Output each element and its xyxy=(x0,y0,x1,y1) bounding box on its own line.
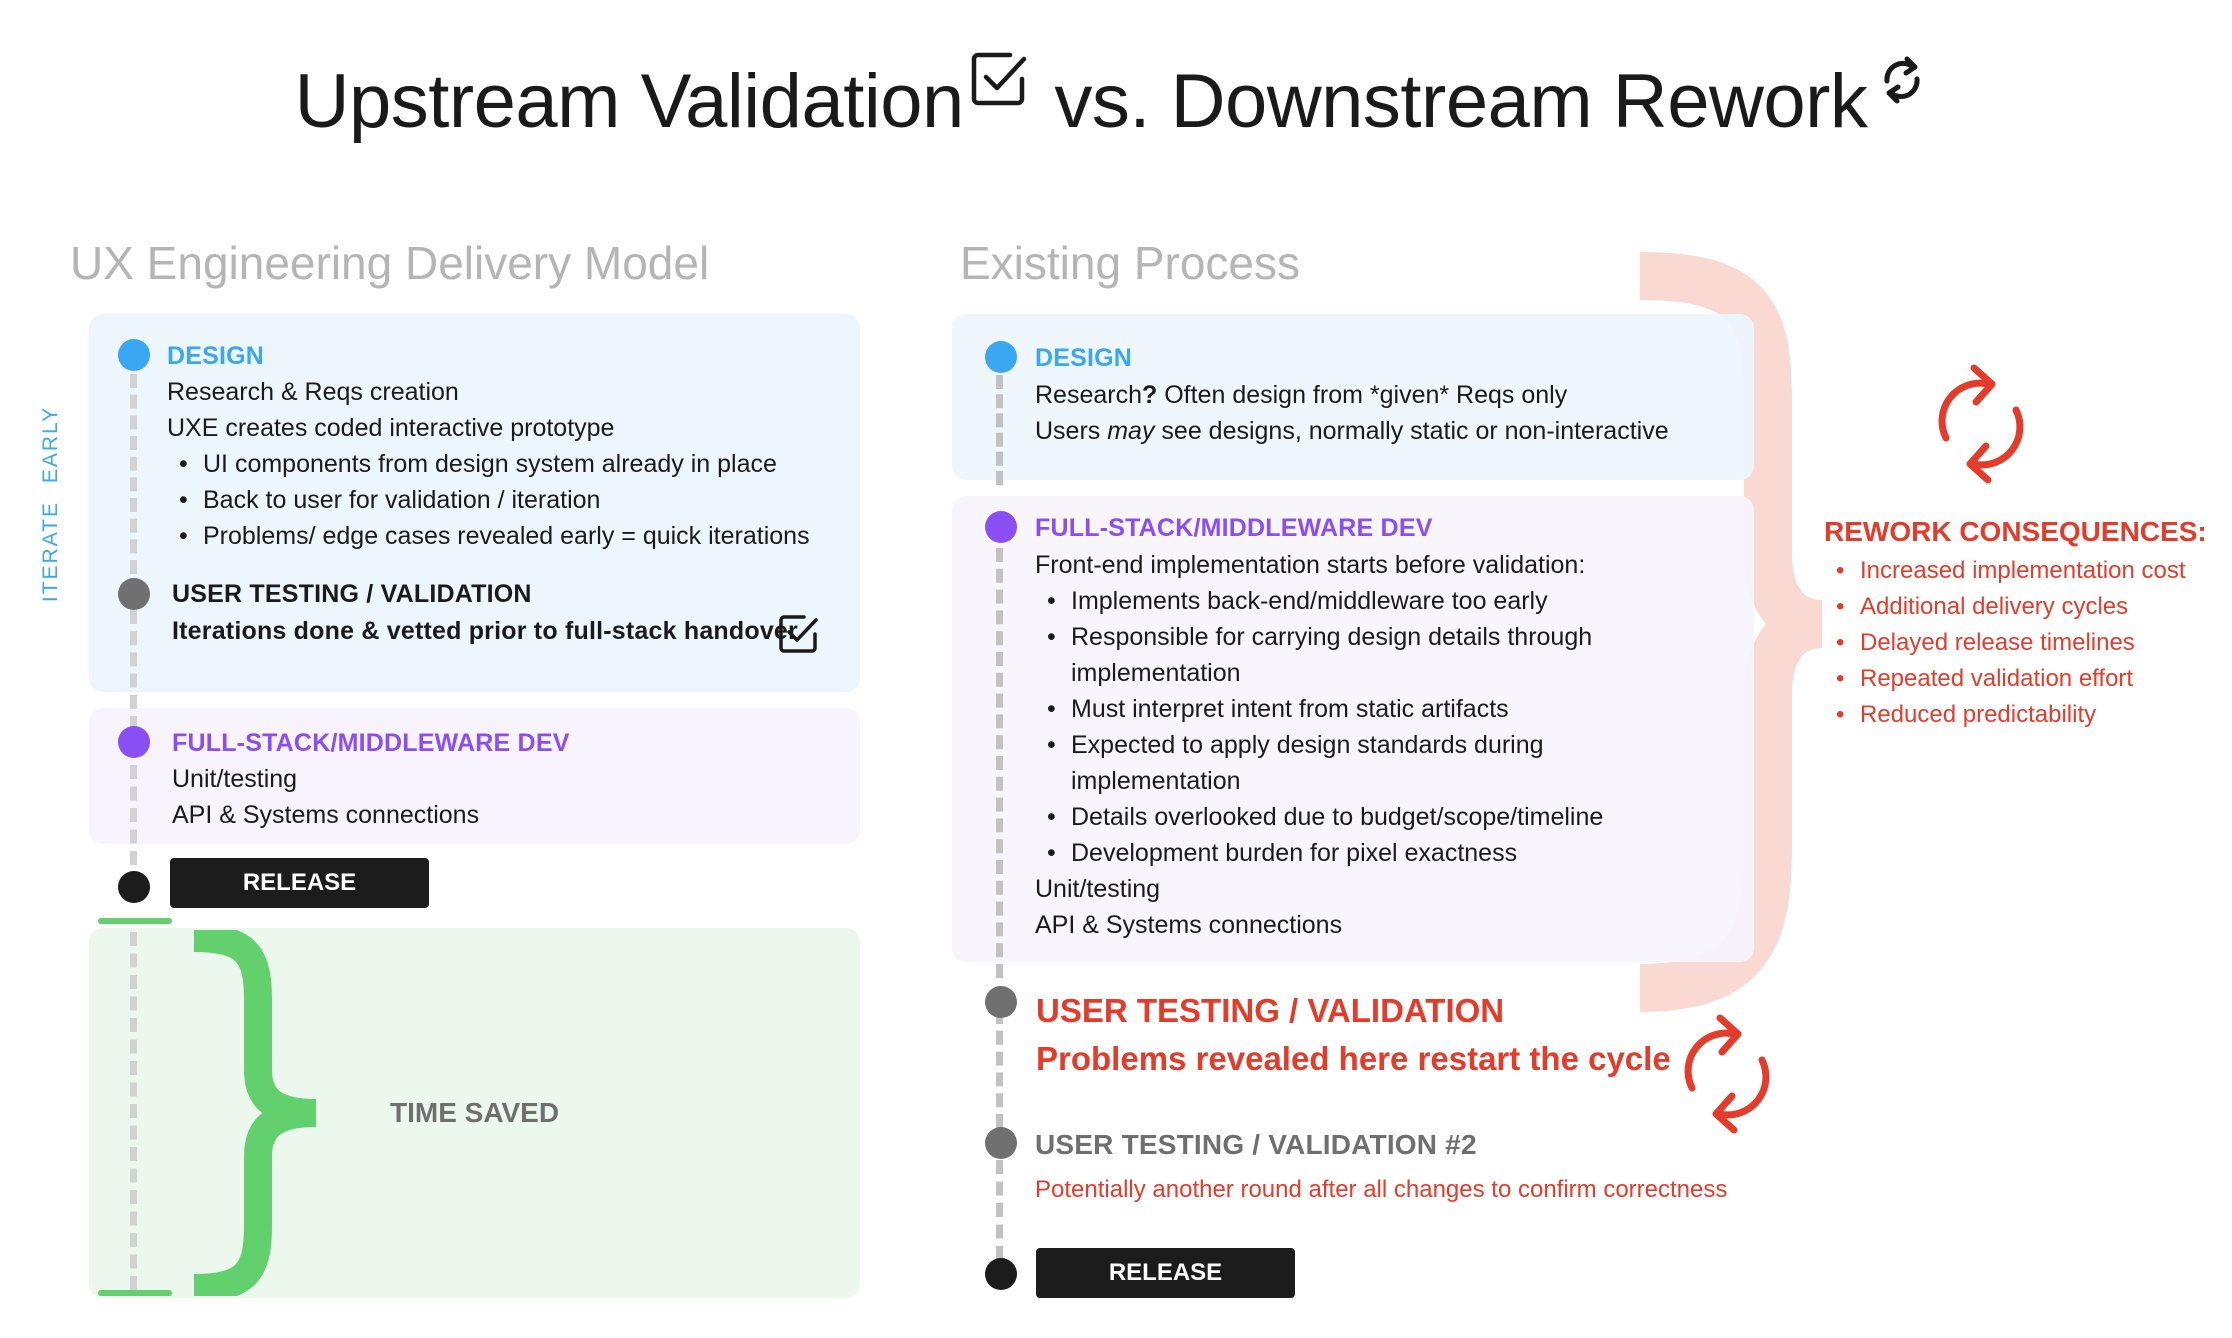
consequence-item: Reduced predictability xyxy=(1836,701,2096,729)
consequence-item: Delayed release timelines xyxy=(1836,629,2135,657)
right-design-line: Users may see designs, normally static o… xyxy=(1035,417,1669,445)
consequence-item: Increased implementation cost xyxy=(1836,557,2185,585)
design-dot xyxy=(118,339,150,371)
design-dot xyxy=(985,341,1017,373)
right-timeline-segment xyxy=(996,548,1003,978)
right-release-badge: RELEASE xyxy=(1036,1248,1295,1298)
refresh-arrows-icon xyxy=(1873,40,1931,104)
left-fullstack-line: Unit/testing xyxy=(172,765,298,793)
right-testing-line: Problems revealed here restart the cycle xyxy=(1036,1040,1671,1077)
right-fullstack-label: FULL-STACK/MIDDLEWARE DEV xyxy=(1035,514,1433,542)
iterate-early-label: ITERATE EARLY xyxy=(39,405,62,603)
left-testing-label: USER TESTING / VALIDATION xyxy=(172,580,532,608)
right-timeline-segment xyxy=(996,1160,1003,1260)
right-fullstack-bullet-cont: implementation xyxy=(1071,659,1241,687)
right-fullstack-panel xyxy=(952,496,1754,962)
left-timeline-segment xyxy=(130,932,137,1290)
right-fullstack-bullet: Development burden for pixel exactness xyxy=(1047,839,1517,868)
right-design-label: DESIGN xyxy=(1035,344,1133,372)
right-fullstack-line: Unit/testing xyxy=(1035,875,1161,903)
left-timeline-segment xyxy=(130,374,137,574)
left-testing-line: Iterations done & vetted prior to full-s… xyxy=(172,617,798,645)
left-fullstack-line: API & Systems connections xyxy=(172,801,480,829)
right-fullstack-bullet: Responsible for carrying design details … xyxy=(1047,623,1592,652)
consequence-item: Additional delivery cycles xyxy=(1836,593,2128,621)
consequence-item: Repeated validation effort xyxy=(1836,665,2133,693)
testing-dot xyxy=(985,986,1017,1018)
left-design-bullet: Back to user for validation / iteration xyxy=(179,486,600,515)
left-timeline-segment xyxy=(130,765,137,865)
left-timeline-segment xyxy=(130,610,137,730)
testing-dot xyxy=(118,578,150,610)
time-saved-brace xyxy=(186,924,326,1302)
left-design-bullet: Problems/ edge cases revealed early = qu… xyxy=(179,522,810,551)
left-release-badge: RELEASE xyxy=(170,858,429,908)
right-fullstack-intro: Front-end implementation starts before v… xyxy=(1035,551,1586,579)
right-timeline-segment xyxy=(996,1010,1003,1128)
release-dot xyxy=(985,1258,1017,1290)
checkbox-check-icon xyxy=(778,612,818,654)
right-fullstack-bullet: Must interpret intent from static artifa… xyxy=(1047,695,1509,724)
right-testing2-label: USER TESTING / VALIDATION #2 xyxy=(1035,1129,1477,1160)
left-fullstack-panel xyxy=(89,708,860,844)
release-dot xyxy=(118,871,150,903)
left-design-label: DESIGN xyxy=(167,342,265,370)
right-design-panel xyxy=(952,314,1754,480)
time-saved-panel xyxy=(89,928,860,1298)
checkbox-check-icon xyxy=(970,40,1028,106)
right-design-line: Research? Often design from *given* Reqs… xyxy=(1035,381,1568,409)
right-testing-label: USER TESTING / VALIDATION xyxy=(1036,992,1505,1029)
right-testing2-line: Potentially another round after all chan… xyxy=(1035,1176,1728,1203)
fullstack-dot xyxy=(985,511,1017,543)
page-title: Upstream Validation vs. Downstream Rewor… xyxy=(0,52,2232,145)
left-design-line: Research & Reqs creation xyxy=(167,378,459,406)
title-left: Upstream Validation xyxy=(294,59,965,144)
left-fullstack-label: FULL-STACK/MIDDLEWARE DEV xyxy=(172,729,570,757)
saved-end-marker xyxy=(98,1290,172,1296)
right-fullstack-bullet: Details overlooked due to budget/scope/t… xyxy=(1047,803,1603,832)
right-heading: Existing Process xyxy=(960,237,1301,289)
fullstack-dot xyxy=(118,726,150,758)
rework-brace xyxy=(1639,252,1830,1012)
consequences-heading: REWORK CONSEQUENCES: xyxy=(1824,516,2207,547)
left-heading: UX Engineering Delivery Model xyxy=(70,237,710,289)
red-cycle-icon xyxy=(1672,1012,1782,1136)
time-saved-label: TIME SAVED xyxy=(390,1097,560,1128)
right-fullstack-bullet: Expected to apply design standards durin… xyxy=(1047,731,1544,760)
left-design-bullet: UI components from design system already… xyxy=(179,450,777,479)
saved-start-marker xyxy=(98,918,172,924)
right-fullstack-line: API & Systems connections xyxy=(1035,911,1343,939)
right-timeline-segment xyxy=(996,375,1003,485)
left-design-line: UXE creates coded interactive prototype xyxy=(167,414,615,442)
right-fullstack-bullet-cont: implementation xyxy=(1071,767,1241,795)
red-cycle-icon xyxy=(1926,362,2036,486)
testing2-dot xyxy=(985,1127,1017,1159)
title-right: vs. Downstream Rework xyxy=(1054,59,1868,144)
right-fullstack-bullet: Implements back-end/middleware too early xyxy=(1047,587,1548,616)
